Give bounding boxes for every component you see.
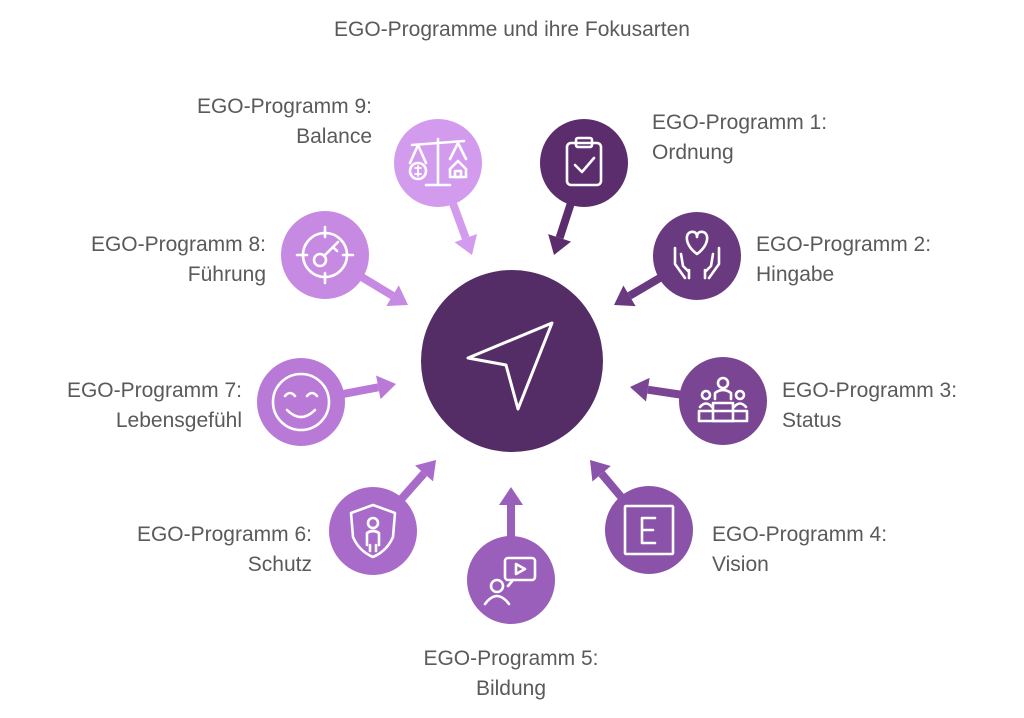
scale-icon bbox=[408, 137, 468, 187]
arrowhead-program-8 bbox=[386, 285, 408, 306]
arrowhead-program-9 bbox=[454, 233, 478, 255]
node-program-4 bbox=[605, 486, 693, 574]
label-program-2: EGO-Programm 2:Hingabe bbox=[756, 233, 932, 286]
shield-person-icon bbox=[349, 503, 397, 559]
podium-icon bbox=[697, 376, 749, 423]
label-program-7: EGO-Programm 7:Lebensgefühl bbox=[66, 379, 242, 432]
label-program-9: EGO-Programm 9:Balance bbox=[196, 95, 372, 148]
node-circle bbox=[540, 119, 628, 207]
arrowhead-program-3 bbox=[630, 377, 650, 402]
clipboard-check-icon bbox=[565, 136, 603, 187]
navigation-arrow-icon bbox=[466, 321, 554, 411]
node-program-7 bbox=[257, 358, 345, 446]
label-program-5: EGO-Programm 5:Bildung bbox=[423, 647, 599, 700]
label-program-4: EGO-Programm 4:Vision bbox=[712, 523, 888, 576]
node-circle bbox=[653, 212, 741, 300]
node-program-1 bbox=[540, 119, 628, 207]
video-teacher-icon bbox=[483, 556, 537, 606]
node-program-5 bbox=[467, 536, 555, 624]
label-program-1: EGO-Programm 1:Ordnung bbox=[652, 111, 828, 164]
label-program-8: EGO-Programm 8:Führung bbox=[90, 233, 266, 286]
node-program-6 bbox=[329, 487, 417, 575]
page-title: EGO-Programme und ihre Fokusarten bbox=[334, 18, 690, 41]
smiley-icon bbox=[271, 372, 331, 432]
arrowhead-program-5 bbox=[499, 487, 523, 505]
node-program-2 bbox=[653, 212, 741, 300]
arrowhead-program-2 bbox=[614, 285, 636, 307]
node-program-3 bbox=[679, 357, 767, 445]
arrowhead-program-4 bbox=[590, 460, 611, 482]
arrowhead-program-6 bbox=[415, 460, 436, 482]
node-circle bbox=[679, 357, 767, 445]
node-program-9 bbox=[394, 119, 482, 207]
framed-e-icon bbox=[623, 504, 675, 556]
target-key-icon bbox=[295, 225, 355, 285]
center-hub bbox=[421, 270, 603, 452]
label-program-3: EGO-Programm 3:Status bbox=[782, 379, 958, 432]
arrowhead-program-1 bbox=[548, 234, 571, 255]
arrowhead-program-7 bbox=[376, 375, 396, 400]
node-program-8 bbox=[281, 211, 369, 299]
node-circle bbox=[257, 358, 345, 446]
hands-heart-icon bbox=[673, 230, 721, 280]
label-program-6: EGO-Programm 6:Schutz bbox=[136, 523, 312, 576]
